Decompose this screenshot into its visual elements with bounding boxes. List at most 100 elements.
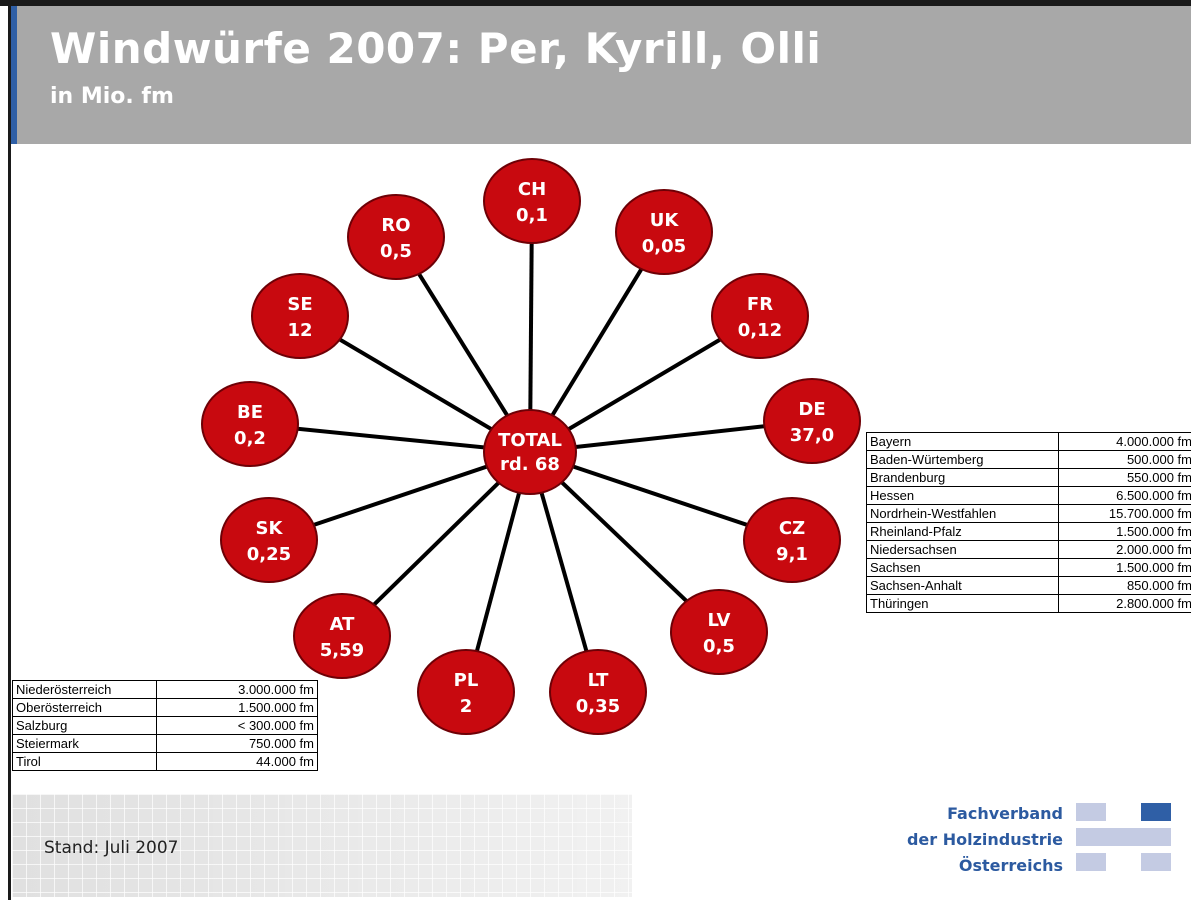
de-table-region-cell: Hessen — [866, 486, 1059, 505]
node-lt: LT 0,35 — [549, 649, 647, 735]
node-ch-circle — [483, 158, 581, 244]
node-ch: CH0,1 — [483, 158, 581, 244]
node-sk-code: SK — [256, 518, 284, 539]
node-sk-circle — [220, 497, 318, 583]
node-pl-code: PL — [454, 670, 479, 691]
at-table-value-cell: 3.000.000 fm — [156, 680, 318, 699]
node-pl-value: 2 — [460, 696, 473, 717]
node-de-code: DE — [798, 399, 825, 420]
de-table-value-cell: 4.000.000 fm — [1058, 432, 1191, 451]
left-border — [8, 0, 11, 900]
node-at-code: AT — [330, 614, 356, 635]
de-table-region-cell: Rheinland-Pfalz — [866, 522, 1059, 541]
node-fr-circle — [711, 273, 809, 359]
node-be-code: BE — [237, 402, 263, 423]
at-table-region-cell: Salzburg — [12, 716, 157, 735]
node-lv-value: 0,5 — [703, 636, 735, 657]
node-fr-value: 0,12 — [738, 320, 782, 341]
de-table-value-cell: 850.000 fm — [1058, 576, 1191, 595]
node-lt-value: 0,35 — [576, 696, 620, 717]
node-ro: RO 0,5 — [347, 194, 445, 280]
node-uk-code: UK — [650, 210, 680, 231]
node-de-value: 37,0 — [790, 425, 834, 446]
logo-line-1: Fachverband — [947, 804, 1063, 823]
node-ro-code: RO — [381, 215, 410, 236]
total-node: TOTAL rd. 68 — [483, 409, 577, 495]
logo-block-4 — [1076, 853, 1106, 871]
node-se-value: 12 — [287, 320, 312, 341]
node-de-circle — [763, 378, 861, 464]
node-lv-circle — [670, 589, 768, 675]
at-table-region-cell: Steiermark — [12, 734, 157, 753]
node-cz-value: 9,1 — [776, 544, 808, 565]
node-fr-code: FR — [747, 294, 773, 315]
node-ro-value: 0,5 — [380, 241, 412, 262]
node-de: DE 37,0 — [763, 378, 861, 464]
total-node-value: rd. 68 — [500, 454, 560, 475]
de-table-value-cell: 550.000 fm — [1058, 468, 1191, 487]
node-lv: LV 0,5 — [670, 589, 768, 675]
node-pl: PL 2 — [417, 649, 515, 735]
logo-block-2 — [1141, 803, 1171, 821]
de-table-region-cell: Sachsen — [866, 558, 1059, 577]
node-ch-value: 0,1 — [516, 205, 548, 226]
node-lv-code: LV — [708, 610, 731, 631]
de-table-value-cell: 2.000.000 fm — [1058, 540, 1191, 559]
logo-block-5 — [1141, 853, 1171, 871]
status-date: Stand: Juli 2007 — [44, 838, 179, 858]
node-at: AT 5,59 — [293, 593, 391, 679]
logo-block-3 — [1076, 828, 1171, 846]
at-table-row: Salzburg< 300.000 fm — [12, 716, 318, 735]
logo-block-1 — [1076, 803, 1106, 821]
node-pl-circle — [417, 649, 515, 735]
de-table-value-cell: 15.700.000 fm — [1058, 504, 1191, 523]
node-uk-circle — [615, 189, 713, 275]
node-lt-code: LT — [588, 670, 609, 691]
de-table-region-cell: Bayern — [866, 432, 1059, 451]
node-sk-value: 0,25 — [247, 544, 291, 565]
node-lt-circle — [549, 649, 647, 735]
node-be-value: 0,2 — [234, 428, 266, 449]
de-table-value-cell: 1.500.000 fm — [1058, 522, 1191, 541]
de-table-value-cell: 2.800.000 fm — [1058, 594, 1191, 613]
node-at-value: 5,59 — [320, 640, 364, 661]
at-table-value-cell: < 300.000 fm — [156, 716, 318, 735]
at-table-region-cell: Tirol — [12, 752, 157, 771]
page-subtitle: in Mio. fm — [50, 84, 174, 109]
de-table-region-cell: Baden-Würtemberg — [866, 450, 1059, 469]
de-table-region-cell: Thüringen — [866, 594, 1059, 613]
at-table-value-cell: 44.000 fm — [156, 752, 318, 771]
node-uk: UK 0,05 — [615, 189, 713, 275]
logo-line-3: Österreichs — [958, 856, 1063, 875]
title-banner-accent — [11, 6, 17, 144]
de-table-value-cell: 500.000 fm — [1058, 450, 1191, 469]
node-be: BE 0,2 — [201, 381, 299, 467]
node-se-circle — [251, 273, 349, 359]
top-border — [0, 0, 1191, 6]
node-at-circle — [293, 593, 391, 679]
node-cz: CZ9,1 — [743, 497, 841, 583]
node-sk: SK 0,25 — [220, 497, 318, 583]
node-uk-value: 0,05 — [642, 236, 686, 257]
total-node-circle — [483, 409, 577, 495]
de-table-value-cell: 6.500.000 fm — [1058, 486, 1191, 505]
at-table-value-cell: 750.000 fm — [156, 734, 318, 753]
de-table-value-cell: 1.500.000 fm — [1058, 558, 1191, 577]
